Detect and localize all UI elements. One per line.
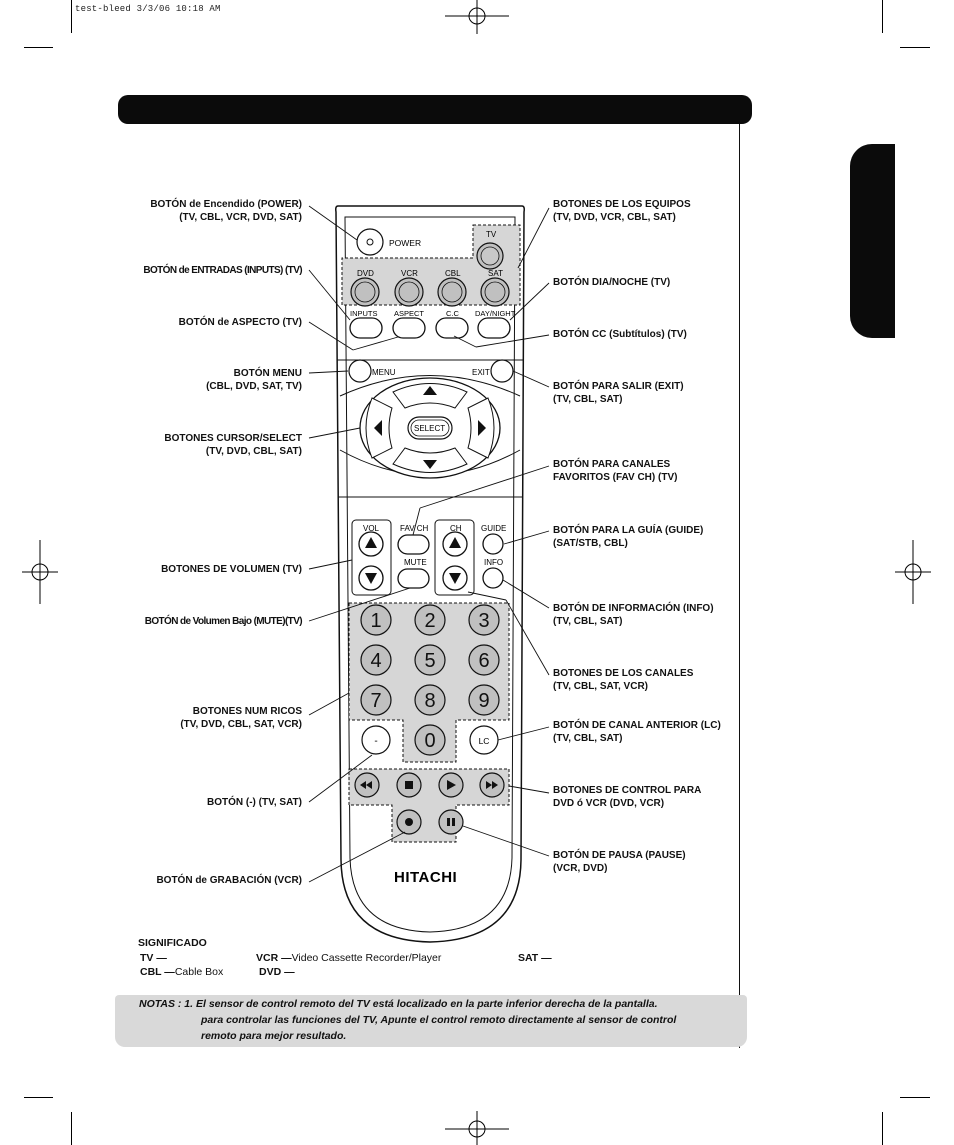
num-6-text: 6 (478, 650, 489, 672)
power-button (356, 228, 384, 256)
num-9-text: 9 (478, 690, 489, 712)
fav-ch-button (397, 534, 430, 555)
legend-vcr: VCR —Video Cassette Recorder/Player (256, 952, 442, 964)
leader-lines (308, 205, 550, 883)
vcr-text: VCR (401, 269, 418, 278)
power-text: POWER (389, 238, 421, 248)
notes-line-3: remoto para mejor resultado. (201, 1030, 347, 1042)
numeric-label: BOTONES NUM RICOS(TV, DVD, CBL, SAT, VCR… (180, 706, 302, 730)
dash-text: - (374, 736, 377, 747)
cursor-pad (359, 377, 501, 479)
side-tab (850, 144, 895, 338)
mute-text: MUTE (404, 558, 427, 567)
power-label: BOTÓN de Encendido (POWER)(TV, CBL, VCR,… (150, 199, 302, 223)
mute-button (397, 568, 430, 589)
volume-label: BOTONES DE VOLUMEN (TV) (161, 564, 302, 575)
num-8-text: 8 (424, 690, 435, 712)
notes-line-2: para controlar las funciones del TV, Apu… (201, 1014, 677, 1026)
cc-text: C.C (446, 309, 460, 318)
dash-button (361, 725, 391, 755)
num-4-text: 4 (370, 650, 381, 672)
aspect-button (392, 317, 426, 339)
inputs-text: INPUTS (350, 309, 378, 318)
legend-cbl: CBL —Cable Box (140, 966, 224, 978)
remote-body (335, 205, 525, 943)
select-text: SELECT (414, 424, 445, 433)
notes-box (115, 995, 747, 1047)
cc-button (435, 317, 469, 339)
header-bar (118, 95, 752, 124)
pause-button (438, 809, 464, 835)
num-1-text: 1 (370, 610, 381, 632)
exit-text: EXIT (472, 368, 490, 377)
info-text: INFO (484, 558, 503, 567)
legend-dvd: DVD — (259, 966, 295, 978)
channels-label: BOTONES DE LOS CANALES(TV, CBL, SAT, VCR… (553, 668, 694, 692)
guide-text: GUIDE (481, 524, 506, 533)
inputs-button (349, 317, 383, 339)
ch-text: CH (450, 524, 462, 533)
slug-line: test-bleed 3/3/06 10:18 AM (75, 4, 221, 14)
aspect-label: BOTÓN de ASPECTO (TV) (178, 317, 302, 328)
inputs-label: BOTÓN de ENTRADAS (INPUTS) (TV) (143, 265, 302, 276)
num-0-text: 0 (424, 730, 435, 752)
num-7-text: 7 (370, 690, 381, 712)
exit-button (490, 359, 514, 383)
tv-text: TV (486, 230, 497, 239)
dash-label: BOTÓN (-) (TV, SAT) (207, 797, 302, 808)
guide-label: BOTÓN PARA LA GUÍA (GUIDE)(SAT/STB, CBL) (553, 525, 704, 549)
lc-text: LC (479, 736, 490, 746)
page-rule (739, 124, 740, 1048)
menu-label: BOTÓN MENU(CBL, DVD, SAT, TV) (206, 368, 302, 392)
info-label: BOTÓN DE INFORMACIÓN (INFO)(TV, CBL, SAT… (553, 603, 714, 627)
dvd-text: DVD (357, 269, 374, 278)
vol-text: VOL (363, 524, 380, 533)
record-label: BOTÓN de GRABACIÓN (VCR) (156, 875, 302, 886)
guide-button (482, 533, 504, 555)
legend-sat: SAT — (518, 952, 552, 964)
num-3-text: 3 (478, 610, 489, 632)
num-5-text: 5 (424, 650, 435, 672)
day-night-label: BOTÓN DIA/NOCHE (TV) (553, 277, 671, 288)
menu-text: MENU (372, 368, 396, 377)
legend-title: SIGNIFICADO (138, 937, 207, 949)
num-2-text: 2 (424, 610, 435, 632)
mute-label: BOTÓN de Volumen Bajo (MUTE)(TV) (144, 616, 303, 627)
day-night-text: DAY/NIGHT (475, 309, 516, 318)
cc-label: BOTÓN CC (Subtítulos) (TV) (553, 329, 687, 340)
notes-line-1: NOTAS : 1. El sensor de control remoto d… (139, 998, 658, 1010)
equipment-label: BOTONES DE LOS EQUIPOS(TV, DVD, VCR, CBL… (553, 199, 691, 223)
brand-logo-text: HITACHI (394, 869, 457, 886)
aspect-text: ASPECT (394, 309, 424, 318)
cursor-select-label: BOTONES CURSOR/SELECT(TV, DVD, CBL, SAT) (164, 433, 302, 457)
exit-label: BOTÓN PARA SALIR (EXIT)(TV, CBL, SAT) (553, 381, 684, 405)
lc-label: BOTÓN DE CANAL ANTERIOR (LC)(TV, CBL, SA… (553, 720, 721, 744)
legend-tv: TV — (140, 952, 167, 964)
menu-button (348, 359, 372, 383)
day-night-button (477, 317, 511, 339)
pause-label: BOTÓN DE PAUSA (PAUSE)(VCR, DVD) (553, 850, 686, 874)
cbl-text: CBL (445, 269, 461, 278)
info-button (482, 567, 504, 589)
sat-text: SAT (488, 269, 503, 278)
